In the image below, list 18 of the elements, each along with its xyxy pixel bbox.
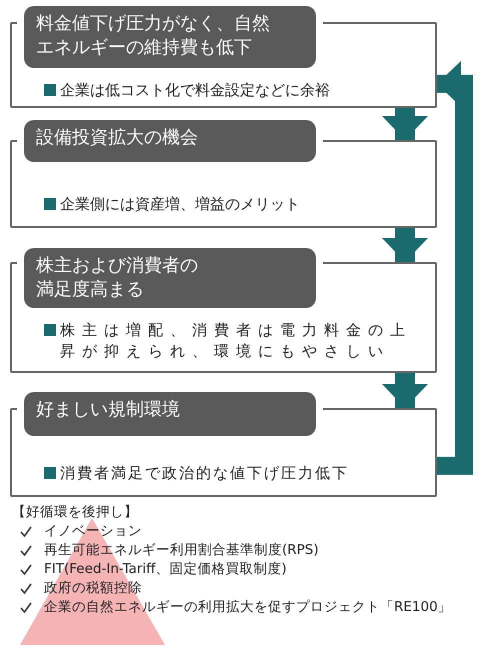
block-arrow [437, 60, 473, 475]
section-heading: 【好循環を後押し】 [12, 503, 139, 522]
list-item: 政府の税額控除 [44, 579, 143, 598]
body-text: 企業側には資産増、増益のメリット [60, 194, 301, 215]
block-arrow [382, 373, 428, 408]
body-text: 株主は増配、消費者は電力料金の上昇が抑えられ、環境にもやさしい [60, 320, 413, 362]
list-item: FIT(Feed-In-Tariff、固定価格買取制度) [44, 560, 288, 579]
list-item: イノベーション [44, 522, 143, 541]
heading-box: 料金値下げ圧力がなく、自然エネルギーの維持費も低下 [24, 6, 316, 68]
list-item: 再生可能エネルギー利用割合基準制度(RPS) [44, 541, 320, 560]
block-arrow [382, 108, 428, 140]
heading-box: 設備投資拡大の機会 [24, 120, 316, 162]
heading-box: 好ましい規制環境 [24, 392, 316, 436]
body-text: 企業は低コスト化で料金設定などに余裕 [60, 80, 331, 101]
list-item: 企業の自然エネルギーの利用拡大を促すプロジェクト「RE100」 [44, 598, 453, 617]
heading-box: 株主および消費者の満足度高まる [24, 248, 316, 308]
block-arrow [382, 228, 428, 262]
body-text: 消費者満足で政治的な値下げ圧力低下 [60, 463, 350, 484]
